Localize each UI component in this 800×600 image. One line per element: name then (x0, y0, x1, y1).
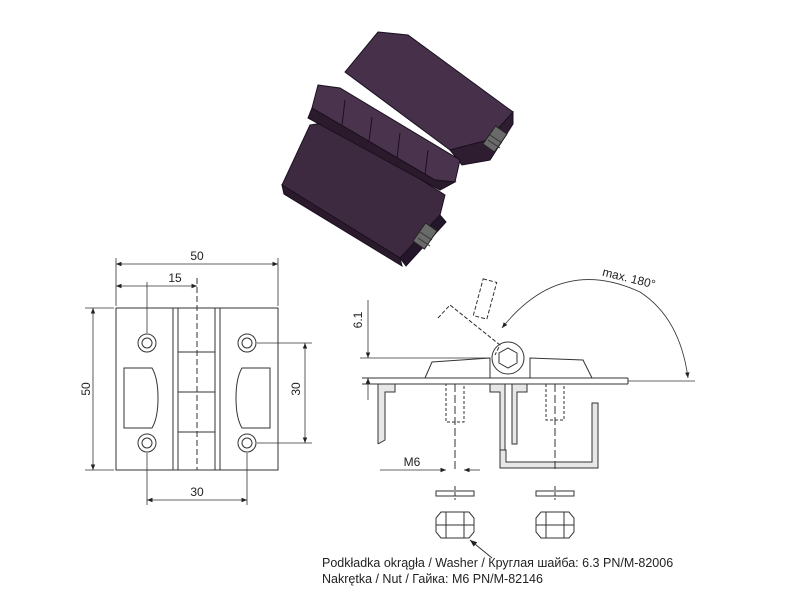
dim-height-label: 50 (79, 382, 93, 396)
front-bolt (412, 222, 438, 250)
hinge-side-view (362, 278, 629, 470)
front-view-dimensions (85, 258, 312, 505)
back-leaf-front (449, 110, 514, 166)
dim-offset-label: 15 (168, 271, 182, 285)
fasteners (435, 486, 575, 559)
washer-note: Podkładka okrągła / Washer / Круглая шай… (322, 556, 673, 570)
mounting-hole (137, 333, 157, 353)
hinge-knuckle-underside (307, 107, 457, 191)
front-leaf-front (281, 183, 403, 268)
washer (435, 486, 475, 500)
hinge-3d-view (281, 31, 514, 268)
hinge-front-view (115, 278, 279, 471)
dim-width-label: 50 (190, 249, 204, 263)
nut (435, 511, 475, 539)
nut (535, 511, 575, 539)
dim-hole-pitch-h-label: 30 (190, 485, 204, 499)
washer (535, 486, 575, 500)
mounting-hole (237, 333, 257, 353)
dim-thickness-label: 6.1 (351, 311, 365, 328)
side-view-dimensions (360, 279, 695, 473)
mounting-hole (237, 433, 257, 453)
dim-hole-pitch-v-label: 30 (289, 382, 303, 396)
dim-bolt-label: M6 (404, 455, 421, 469)
mounting-hole (137, 433, 157, 453)
back-bolt (482, 125, 508, 153)
nut-note: Nakrętka / Nut / Гайка: M6 PN/M-82146 (322, 572, 543, 586)
